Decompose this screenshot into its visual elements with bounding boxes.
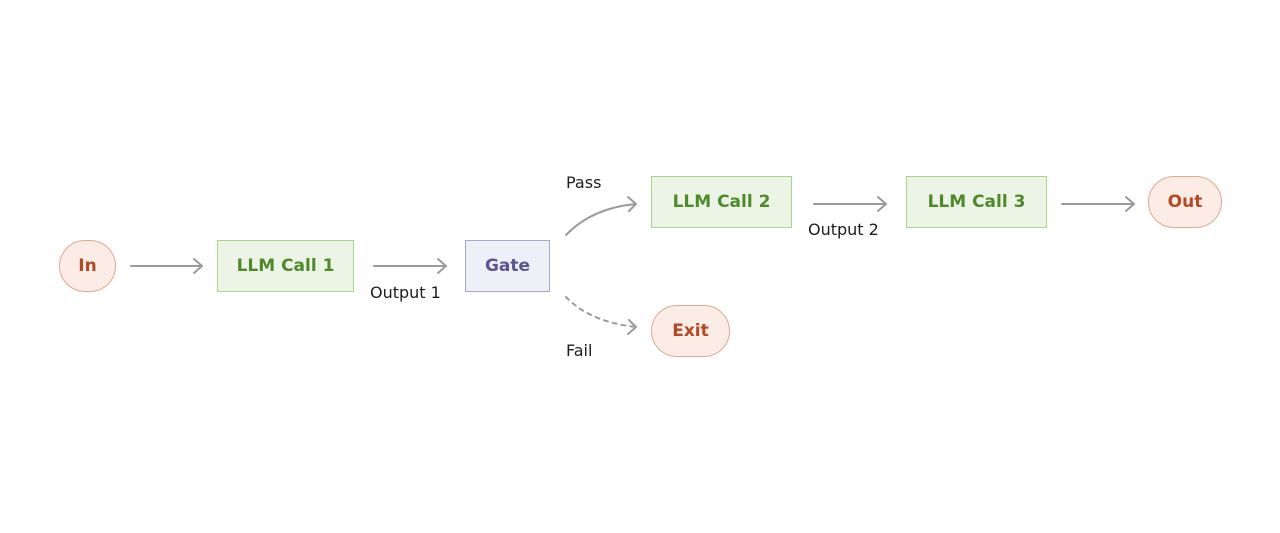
edge-label-output-2: Output 2: [808, 220, 879, 239]
llm-call-2-node: LLM Call 2: [651, 176, 792, 228]
arrow-gate-to-exit: [565, 296, 637, 335]
llm-call-3-node: LLM Call 3: [906, 176, 1047, 228]
arrow-in-to-llm-call-1: [130, 258, 203, 274]
edge-label-pass: Pass: [566, 173, 602, 192]
arrow-llm-call-3-to-out: [1061, 196, 1135, 212]
input-node: In: [59, 240, 116, 292]
arrow-llm-call-1-to-gate: [373, 258, 447, 274]
output-node: Out: [1148, 176, 1222, 228]
edge-label-fail: Fail: [566, 341, 593, 360]
exit-node: Exit: [651, 305, 730, 357]
gate-node: Gate: [465, 240, 550, 292]
arrow-llm-call-2-to-llm-call-3: [813, 196, 887, 212]
llm-call-1-node: LLM Call 1: [217, 240, 354, 292]
arrow-gate-to-llm-call-2: [565, 196, 637, 236]
edge-label-output-1: Output 1: [370, 283, 441, 302]
